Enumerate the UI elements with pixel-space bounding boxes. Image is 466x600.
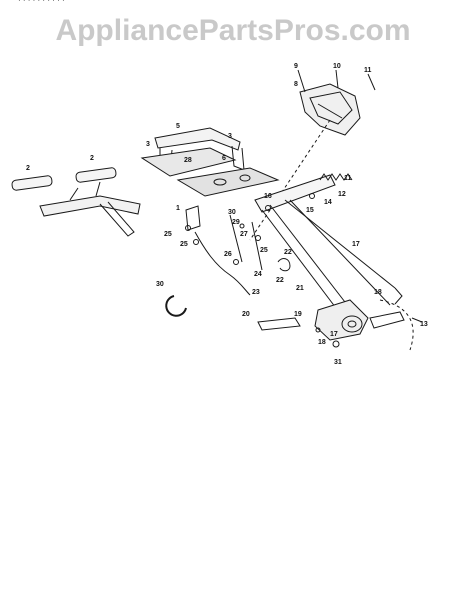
cable-part [194, 231, 251, 296]
callout-labels: 9 10 11 8 5 3 3 28 6 2 2 11 12 14 15 16 … [26, 63, 428, 366]
leader-line [335, 69, 339, 89]
callout-4: 5 [176, 123, 180, 130]
callout-26b: 26 [224, 251, 232, 258]
callout-25: 25 [164, 231, 172, 238]
panel-plate-part [140, 147, 237, 177]
callout-19: 19 [294, 311, 302, 318]
callout-26: 28 [184, 157, 192, 164]
callout-22b: 22 [276, 277, 284, 284]
lower-mechanism [314, 299, 405, 348]
screw-part [367, 73, 376, 91]
diagram-header-fragment: · · · · · · · · · · [18, 0, 65, 5]
callout-28: 29 [232, 219, 240, 226]
spring-part [319, 173, 353, 181]
callout-20: 20 [242, 311, 250, 318]
center-line [249, 119, 331, 241]
callout-11: 12 [338, 191, 346, 198]
callout-5: 6 [222, 155, 226, 162]
leader-line [297, 69, 306, 93]
callout-12: 14 [324, 199, 332, 206]
clip-ring-part [165, 295, 187, 317]
lower-handle-tube [254, 174, 391, 321]
fastener-part [193, 239, 199, 245]
callout-24: 24 [254, 271, 262, 278]
control-plate-part [176, 167, 280, 197]
callout-27: 27 [240, 231, 248, 238]
fastener-part [255, 235, 261, 241]
handle-grips [11, 167, 141, 237]
bracket-part [185, 205, 201, 231]
callout-14: 16 [264, 193, 272, 200]
fastener-part [233, 259, 239, 265]
callout-21: 21 [296, 285, 304, 292]
callout-11b: 13 [420, 321, 428, 328]
rod-end-part [394, 287, 403, 305]
clamp-part [277, 258, 291, 272]
callout-23: 23 [252, 289, 260, 296]
callout-2b: 2 [90, 155, 94, 162]
shaft-part [251, 221, 263, 271]
callout-13: 15 [306, 207, 314, 214]
callout-31: 31 [334, 359, 342, 366]
housing-outline [379, 299, 414, 351]
callout-10: 11 [344, 175, 352, 182]
lever-part [257, 317, 301, 331]
callout-18: 18 [318, 339, 326, 346]
callout-7: 9 [294, 63, 298, 70]
callout-1: 1 [176, 205, 180, 212]
callout-25b: 25 [180, 241, 188, 248]
fastener-part [265, 205, 271, 211]
callout-3: 3 [228, 133, 232, 140]
callout-6: 8 [294, 81, 298, 88]
bolt-part [411, 317, 423, 323]
callout-29: 30 [228, 209, 236, 216]
watermark-text: AppliancePartsPros.com [55, 14, 411, 47]
callout-22: 22 [284, 249, 292, 256]
callout-3b: 3 [146, 141, 150, 148]
shaft-part [229, 214, 243, 263]
fastener-part [309, 193, 315, 199]
callout-30: 30 [156, 281, 164, 288]
callout-17: 17 [330, 331, 338, 338]
callout-25c: 25 [260, 247, 268, 254]
control-rod-part [284, 199, 396, 289]
fastener-part [239, 223, 245, 229]
callout-2: 2 [26, 165, 30, 172]
callout-15: 17 [352, 241, 360, 248]
callout-9: 11 [364, 67, 372, 74]
callout-16: 18 [374, 289, 382, 296]
upper-handle-frame [154, 127, 245, 173]
cover-bracket-part [299, 83, 361, 136]
callout-8: 10 [333, 63, 341, 70]
